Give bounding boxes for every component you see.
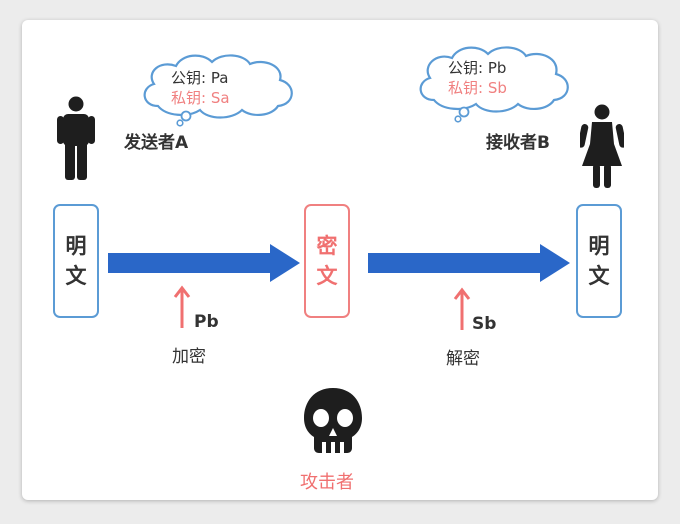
sender-thought-cloud [143,54,293,127]
encrypt-key-arrow [173,285,191,328]
male-person-icon [57,96,95,180]
ciphertext-box: 密 文 [304,204,350,318]
plaintext-right-char-1: 明 [588,234,610,258]
decrypt-key-arrow [453,287,471,330]
receiver-key-text: 公钥: Pb 私钥: Sb [448,58,507,98]
sender-private-key: 私钥: Sa [171,89,230,107]
plaintext-box-right: 明 文 [576,204,622,318]
sender-key-text: 公钥: Pa 私钥: Sa [171,68,230,108]
encrypt-flow-arrow [108,244,300,282]
plaintext-box-left: 明 文 [53,204,99,318]
decrypt-key-label: Sb [472,314,497,334]
skull-icon [304,388,362,453]
encrypt-key-label: Pb [194,312,219,332]
plaintext-right-char-2: 文 [588,264,610,288]
receiver-label: 接收者B [486,133,550,153]
receiver-thought-cloud [419,46,569,123]
receiver-public-key: 公钥: Pb [448,59,507,77]
female-person-icon [580,104,624,188]
decrypt-flow-arrow [368,244,570,282]
decrypt-label: 解密 [446,349,480,369]
attacker-label: 攻击者 [300,472,354,493]
plaintext-left-char-1: 明 [65,234,87,258]
receiver-private-key: 私钥: Sb [448,79,507,97]
sender-label: 发送者A [124,133,189,153]
sender-public-key: 公钥: Pa [171,69,229,87]
plaintext-left-char-2: 文 [65,264,87,288]
encrypt-label: 加密 [172,347,206,367]
ciphertext-char-2: 文 [316,264,338,288]
ciphertext-char-1: 密 [316,234,338,258]
